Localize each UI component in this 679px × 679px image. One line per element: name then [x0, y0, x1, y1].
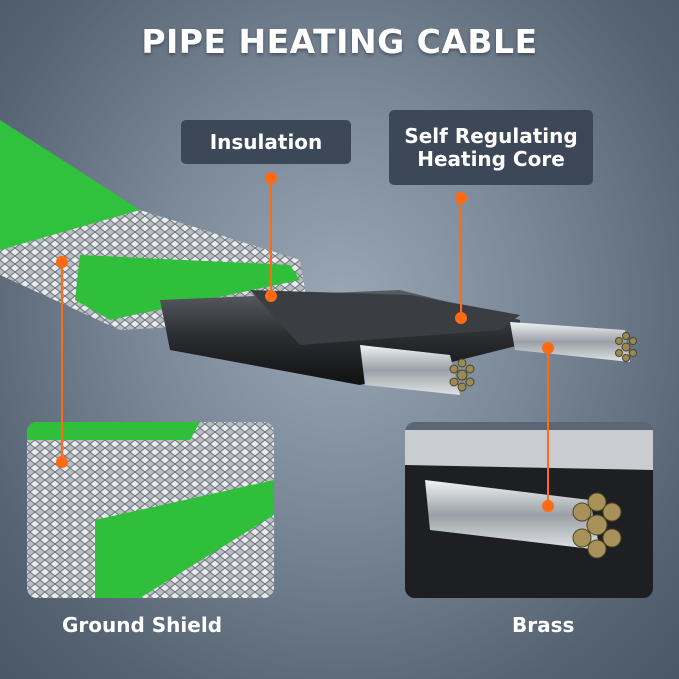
brass-caption: Brass: [512, 613, 575, 637]
ground-shield-caption: Ground Shield: [62, 613, 223, 637]
brass-strands-main: [449, 332, 637, 392]
ground-shield-closeup: [27, 422, 274, 598]
insulation-label: Insulation: [181, 120, 351, 164]
insulation-label-text: Insulation: [209, 129, 323, 154]
brass-closeup: [405, 422, 653, 598]
heating-core-line2: Heating Core: [417, 146, 565, 171]
page-title: PIPE HEATING CABLE: [141, 22, 538, 61]
leader-lines: [56, 172, 554, 512]
heating-core-line1: Self Regulating: [404, 123, 578, 148]
heating-core-label: Self Regulating Heating Core: [389, 110, 593, 185]
